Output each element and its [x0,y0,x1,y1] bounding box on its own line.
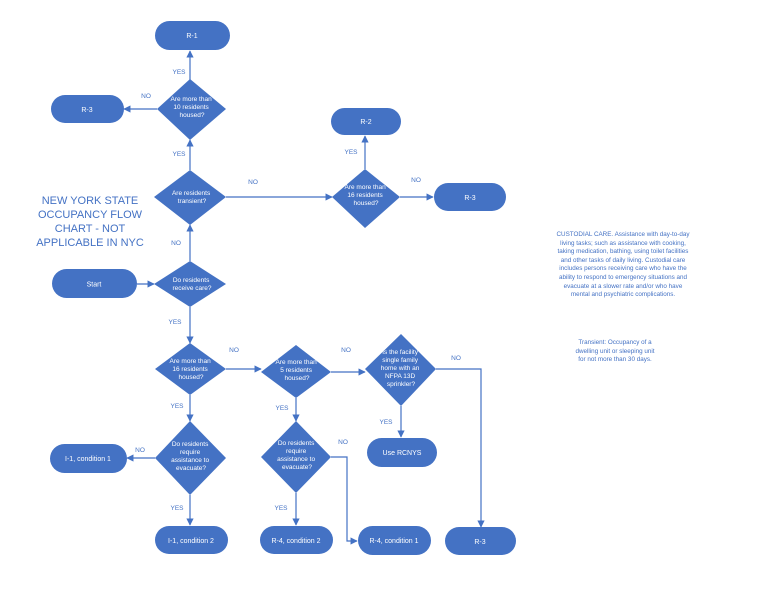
transient-note: Transient: Occupancy of a dwelling unit … [575,339,655,364]
r3-mid-terminal [434,183,506,211]
r3-bottom-terminal [445,527,516,555]
no-label-16-5: NO [229,347,239,354]
assist-mid-diamond [261,421,331,493]
i1-c1-label: I-1, condition 1 [65,456,111,463]
decision-shapes [154,79,436,495]
more-10-diamond [157,79,226,140]
r2-label: R-2 [360,119,371,126]
transient-question: Are residents transient? [172,190,212,205]
use-rcnys-terminal [367,438,437,467]
yes-label-sf-rcnys: YES [379,419,393,426]
no-label-transient-16top: NO [248,179,258,186]
more-16-diamond [155,343,226,395]
more-5-question: Are more than 5 residents housed? [276,359,319,382]
r3-mid-label: R-3 [464,195,475,202]
assist-left-diamond [155,421,226,495]
r3-top-label: R-3 [81,107,92,114]
edge-labels: YES NO YES YES NO NO NO YES NO NO NO YES… [135,69,461,512]
yes-label-transient-10: YES [172,151,186,158]
chart-title: NEW YORK STATE OCCUPANCY FLOW CHART - NO… [36,195,144,249]
no-label-care-transient: NO [171,240,181,247]
edge-assistmid-to-r4c1 [331,456,358,545]
yes-label-5-assistmid: YES [275,405,289,412]
r4-c1-terminal [358,526,431,555]
terminal-labels: Start R-1 R-3 R-2 R-3 I-1, condition 1 U… [65,33,486,546]
start-terminal [52,269,137,298]
i1-c2-label: I-1, condition 2 [168,538,214,545]
terminal-shapes [50,21,516,555]
yes-label-care-16: YES [168,319,182,326]
i1-c2-terminal [155,526,228,554]
r1-label: R-1 [186,33,197,40]
yes-label-assist-i1c2: YES [170,505,184,512]
use-rcnys-label: Use RCNYS [383,450,422,457]
more-16-top-diamond [332,169,400,228]
r4-c1-label: R-4, condition 1 [369,538,418,545]
no-label-assistmid-r4c1: NO [338,439,348,446]
yes-label-16top-r2: YES [344,149,358,156]
receive-care-question: Do residents receive care? [172,277,211,292]
more-10-question: Are more than 10 residents housed? [171,96,214,119]
r4-c2-terminal [260,526,333,554]
transient-diamond [154,170,226,225]
r4-c2-label: R-4, condition 2 [271,538,320,545]
custodial-care-note: CUSTODIAL CARE. Assistance with day-to-d… [556,231,690,299]
r2-terminal [331,108,401,135]
more-16-question: Are more than 16 residents housed? [170,358,213,381]
start-label: Start [87,282,102,289]
assist-left-question: Do residents require assistance to evacu… [171,441,211,472]
no-label-sf-r3: NO [451,355,461,362]
decision-labels: Do residents receive care? Are residents… [170,96,421,472]
connectors [123,50,485,545]
no-label-assist-i1c1: NO [135,447,145,454]
more-16-top-question: Are more than 16 residents housed? [345,184,388,207]
yes-label-assistmid-r4c2: YES [274,505,288,512]
i1-c1-terminal [50,444,127,473]
r1-terminal [155,21,230,50]
no-label-5-sf: NO [341,347,351,354]
receive-care-diamond [154,261,226,307]
no-label-16top-r3: NO [411,177,421,184]
single-family-question: Is the facility single family home with … [381,349,421,388]
more-5-diamond [261,345,331,398]
edge-sf-to-r3 [436,368,485,528]
no-label-10-r3: NO [141,93,151,100]
assist-mid-question: Do residents require assistance to evacu… [277,440,317,471]
single-family-diamond [365,334,436,406]
yes-label-16-assist: YES [170,403,184,410]
r3-bottom-label: R-3 [474,539,485,546]
yes-label-10-r1: YES [172,69,186,76]
r3-top-terminal [51,95,124,123]
